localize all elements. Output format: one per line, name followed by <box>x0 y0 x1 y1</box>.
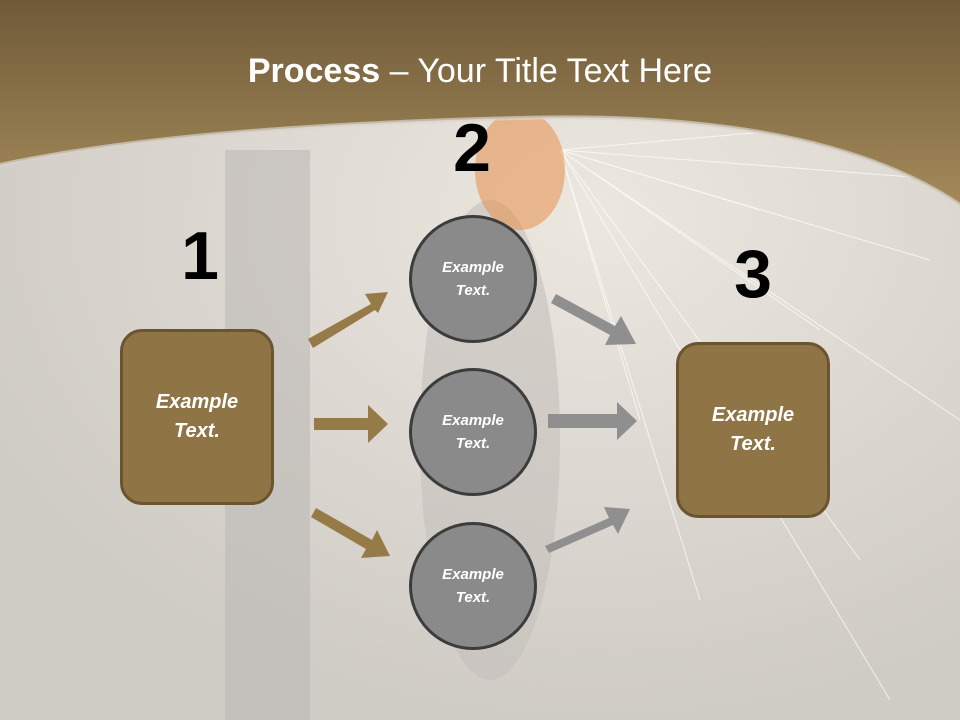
circle-bottom: Example Text. <box>409 522 537 650</box>
circle-middle-line2: Text. <box>455 435 491 452</box>
step-number-3: 3 <box>734 236 772 312</box>
start-box-line2: Text. <box>174 420 220 442</box>
spark-glow <box>475 110 565 230</box>
step-number-1: 1 <box>181 218 219 294</box>
arrow-right-middle <box>548 402 637 440</box>
arrow-left-middle <box>314 405 388 443</box>
header-arc <box>0 115 960 207</box>
circle-bottom-line2: Text. <box>455 589 491 606</box>
arrow-right-down <box>545 507 630 553</box>
arrow-right-up <box>551 294 636 345</box>
page-title: Process – Your Title Text Here <box>0 52 960 91</box>
start-box-line1: Example <box>155 391 239 413</box>
circle-top: Example Text. <box>409 215 537 343</box>
title-rest: – Your Title Text Here <box>380 52 713 90</box>
end-box-line2: Text. <box>730 433 776 455</box>
circle-middle-line1: Example <box>442 412 504 429</box>
arrow-left-down <box>311 508 390 558</box>
arrow-left-up <box>308 292 388 348</box>
title-bold: Process <box>247 52 381 90</box>
end-box-line1: Example <box>711 404 795 426</box>
circle-bottom-line1: Example <box>442 566 504 583</box>
circle-middle: Example Text. <box>409 368 537 496</box>
step-number-2: 2 <box>453 110 491 186</box>
end-box: Example Text. <box>676 342 830 518</box>
header-band <box>0 0 960 205</box>
circle-top-line2: Text. <box>455 282 491 299</box>
start-box: Example Text. <box>120 329 274 505</box>
circle-top-line1: Example <box>442 259 504 276</box>
